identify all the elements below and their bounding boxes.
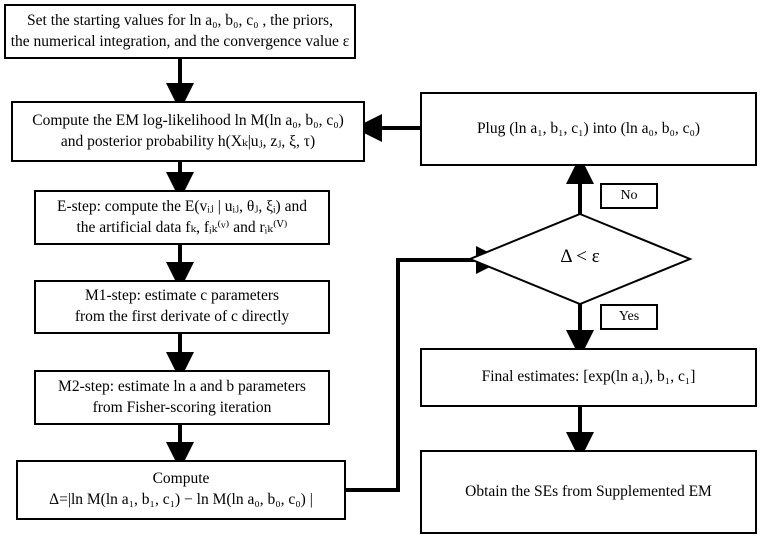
em-loglik-box: Compute the EM log-likelihood ln M(ln a₀… [11, 101, 365, 162]
e-step-line-2: the artificial data fₖ, fᵢₖ⁽ᵛ⁾ and rᵢₖ⁽ⱽ… [76, 218, 288, 236]
compute-delta-box: Compute Δ=|ln M(ln a₁, b₁, c₁) − ln M(ln… [16, 460, 346, 520]
final-estimates-box: Final estimates: [exp(ln a₁), b₁, c₁] [420, 348, 757, 407]
m2-step-line-1: M2-step: estimate ln a and b parameters [58, 377, 306, 395]
decision-diamond [467, 212, 693, 306]
start-line-1: Set the starting values for ln a₀, b₀, c… [27, 11, 333, 29]
decision-text: Δ < ε [530, 246, 630, 268]
m1-step-line-2: from the first derivate of c directly [74, 308, 290, 325]
m1-step-box: M1-step: estimate c parameters from the … [34, 280, 330, 334]
yes-label: Yes [600, 304, 658, 330]
m1-step-line-1: M1-step: estimate c parameters [84, 287, 280, 305]
e-step-line-1: E-step: compute the E(vᵢⱼ | uᵢⱼ, θⱼ, ξᵢ)… [57, 197, 307, 215]
yes-label-text: Yes [618, 308, 640, 324]
e-step-box: E-step: compute the E(vᵢⱼ | uᵢⱼ, θⱼ, ξᵢ)… [34, 190, 330, 245]
arrow-compute-to-decision [346, 246, 504, 492]
plug-text: Plug (ln a₁, b₁, c₁) into (ln a₀, b₀, c₀… [476, 119, 701, 137]
start-box: Set the starting values for ln a₀, b₀, c… [4, 4, 356, 59]
m2-step-box: M2-step: estimate ln a and b parameters … [34, 370, 330, 425]
plug-box: Plug (ln a₁, b₁, c₁) into (ln a₀, b₀, c₀… [420, 92, 757, 166]
final-estimates-text: Final estimates: [exp(ln a₁), b₁, c₁] [481, 368, 696, 386]
start-line-2: the numerical integration, and the conve… [10, 32, 350, 50]
m2-step-line-2: from Fisher-scoring iteration [92, 398, 272, 416]
obtain-ses-box: Obtain the SEs from Supplemented EM [420, 450, 757, 534]
compute-delta-line-1: Compute [152, 470, 210, 488]
no-label-text: No [620, 187, 638, 203]
em-loglik-line-1: Compute the EM log-likelihood ln M(ln a₀… [32, 111, 344, 129]
no-label: No [600, 183, 658, 209]
em-loglik-line-2: and posterior probability h(Xₖ|uⱼ, zⱼ, ξ… [60, 132, 316, 150]
compute-delta-line-2: Δ=|ln M(ln a₁, b₁, c₁) − ln M(ln a₀, b₀,… [49, 491, 313, 508]
decision-condition: Δ < ε [560, 246, 600, 267]
obtain-ses-text: Obtain the SEs from Supplemented EM [465, 482, 712, 500]
